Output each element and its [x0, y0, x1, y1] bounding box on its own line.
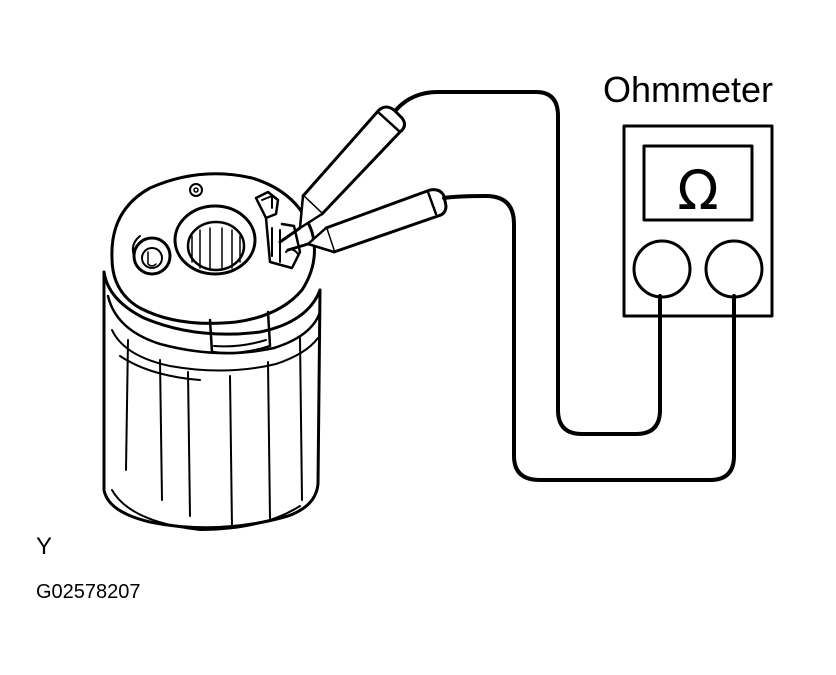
- ohmmeter-jack-left: [632, 239, 692, 299]
- fuel-pump: [102, 172, 322, 531]
- probe-lower: [286, 188, 448, 254]
- probe-upper: [278, 105, 407, 244]
- pump-terminals: [254, 190, 280, 220]
- view-letter: Y: [36, 533, 53, 560]
- ohm-symbol: Ω: [677, 159, 718, 222]
- pump-screw: [189, 183, 203, 197]
- pump-outlet: [173, 204, 257, 276]
- ohmmeter-display: [642, 144, 754, 222]
- ohmmeter: [622, 124, 774, 318]
- lead-wire-upper: [394, 90, 662, 436]
- lead-wire-lower: [442, 194, 736, 482]
- figure-code: G02578207: [36, 581, 141, 603]
- pump-canister: [102, 270, 322, 530]
- pump-boss: [208, 310, 272, 355]
- pump-collar: [102, 270, 322, 336]
- ohmmeter-jack-right: [704, 239, 764, 299]
- ohmmeter-label: Ohmmeter: [603, 69, 774, 110]
- pump-top-cap: [110, 172, 316, 325]
